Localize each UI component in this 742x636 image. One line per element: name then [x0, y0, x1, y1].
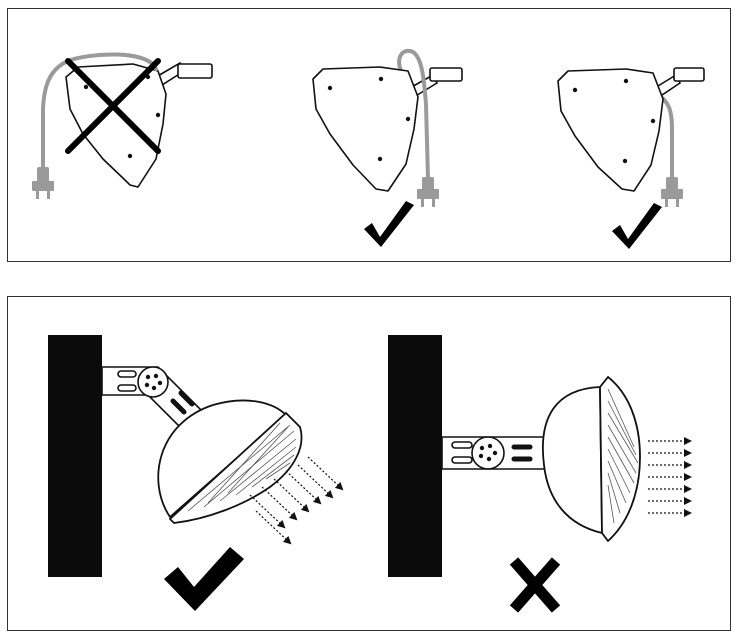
mounting-arm [441, 436, 549, 470]
heater-reflector [169, 412, 303, 524]
plug-icon [32, 167, 54, 199]
plug-icon [417, 177, 439, 207]
heat-rays [648, 437, 692, 517]
mounting-angle-panel [7, 296, 731, 631]
heater-dome [542, 386, 603, 534]
housing-screws [572, 78, 656, 164]
power-cable [397, 48, 430, 181]
cable-routing-panel [7, 8, 731, 262]
housing-screws [327, 76, 411, 162]
cross-mark-icon [509, 557, 561, 613]
check-mark-icon [364, 201, 414, 247]
heater-figure-cable-over [32, 52, 213, 199]
heater-figure-cable-behind-1 [312, 48, 463, 247]
heater-housing [312, 66, 419, 192]
heater-figure-cable-behind-2 [557, 67, 705, 249]
heater-housing [557, 68, 664, 192]
check-mark-icon [164, 547, 244, 611]
heater-dome [157, 399, 287, 518]
cable-routing-illustration [32, 48, 705, 249]
heater-reflector [599, 376, 641, 542]
heater-angled-down-figure [48, 335, 344, 611]
mounting-angle-illustration [48, 335, 692, 613]
check-mark-icon [612, 203, 662, 249]
cross-mark-icon [65, 58, 161, 154]
wall [48, 335, 102, 577]
wall [388, 335, 442, 577]
heater-housing [65, 63, 167, 188]
plug-icon [661, 177, 683, 207]
heater-horizontal-figure [388, 335, 692, 613]
mounting-bracket [154, 61, 213, 87]
